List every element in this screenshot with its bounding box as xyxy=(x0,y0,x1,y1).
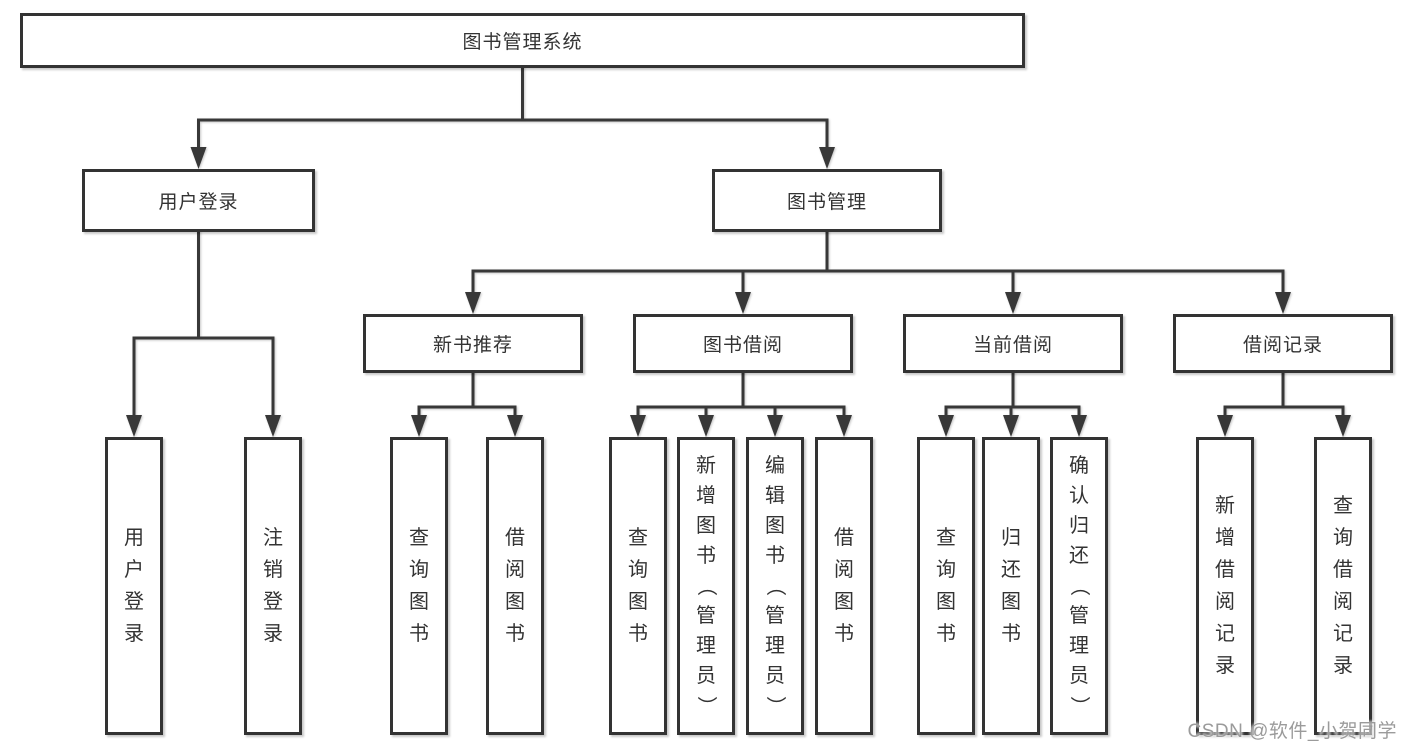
leaf-add-book-admin: 新增图书（管理员） xyxy=(677,437,735,735)
leaf-label: 查询借阅记录 xyxy=(1333,495,1353,677)
leaf-label: 注销登录 xyxy=(263,527,283,645)
leaf-label: 确认归还（管理员） xyxy=(1068,455,1090,716)
leaf-add-borrow-record: 新增借阅记录 xyxy=(1196,437,1254,735)
node-new-book-recommendation: 新书推荐 xyxy=(363,314,583,373)
node-book-borrowing: 图书借阅 xyxy=(633,314,853,373)
node-label: 图书管理 xyxy=(786,192,867,213)
node-borrowing-records: 借阅记录 xyxy=(1173,314,1393,373)
leaf-user-login: 用户登录 xyxy=(105,437,163,735)
leaf-label: 查询图书 xyxy=(409,527,429,645)
arrowheads xyxy=(126,147,1351,437)
node-label: 图书管理系统 xyxy=(462,32,583,53)
leaf-query-books-borrow: 查询图书 xyxy=(609,437,667,735)
csdn-watermark: CSDN @软件_小贺同学 xyxy=(1187,721,1397,742)
node-library-management-system: 图书管理系统 xyxy=(20,13,1025,68)
leaf-label: 归还图书 xyxy=(1001,527,1021,645)
node-user-login: 用户登录 xyxy=(82,169,315,232)
leaf-query-books-recommend: 查询图书 xyxy=(390,437,448,735)
leaf-query-books-current: 查询图书 xyxy=(917,437,975,735)
leaf-query-borrow-record: 查询借阅记录 xyxy=(1314,437,1372,735)
leaf-edit-book-admin: 编辑图书（管理员） xyxy=(746,437,804,735)
leaf-return-books: 归还图书 xyxy=(982,437,1040,735)
leaf-borrow-books-recommend: 借阅图书 xyxy=(486,437,544,735)
node-label: 新书推荐 xyxy=(432,335,513,356)
node-label: 图书借阅 xyxy=(702,335,783,356)
leaf-label: 查询图书 xyxy=(936,527,956,645)
node-current-borrowing: 当前借阅 xyxy=(903,314,1123,373)
node-label: 当前借阅 xyxy=(972,335,1053,356)
leaf-label: 借阅图书 xyxy=(505,527,525,645)
leaf-label: 新增借阅记录 xyxy=(1215,495,1235,677)
node-book-management: 图书管理 xyxy=(712,169,942,232)
leaf-confirm-return-admin: 确认归还（管理员） xyxy=(1050,437,1108,735)
node-label: 用户登录 xyxy=(158,192,239,213)
leaf-borrow-books-borrow: 借阅图书 xyxy=(815,437,873,735)
leaf-label: 查询图书 xyxy=(628,527,648,645)
leaf-logout: 注销登录 xyxy=(244,437,302,735)
leaf-label: 编辑图书（管理员） xyxy=(764,455,786,716)
leaf-label: 借阅图书 xyxy=(834,527,854,645)
node-label: 借阅记录 xyxy=(1242,335,1323,356)
connector-lines xyxy=(132,66,1345,415)
leaf-label: 用户登录 xyxy=(124,527,144,645)
leaf-label: 新增图书（管理员） xyxy=(695,455,717,716)
